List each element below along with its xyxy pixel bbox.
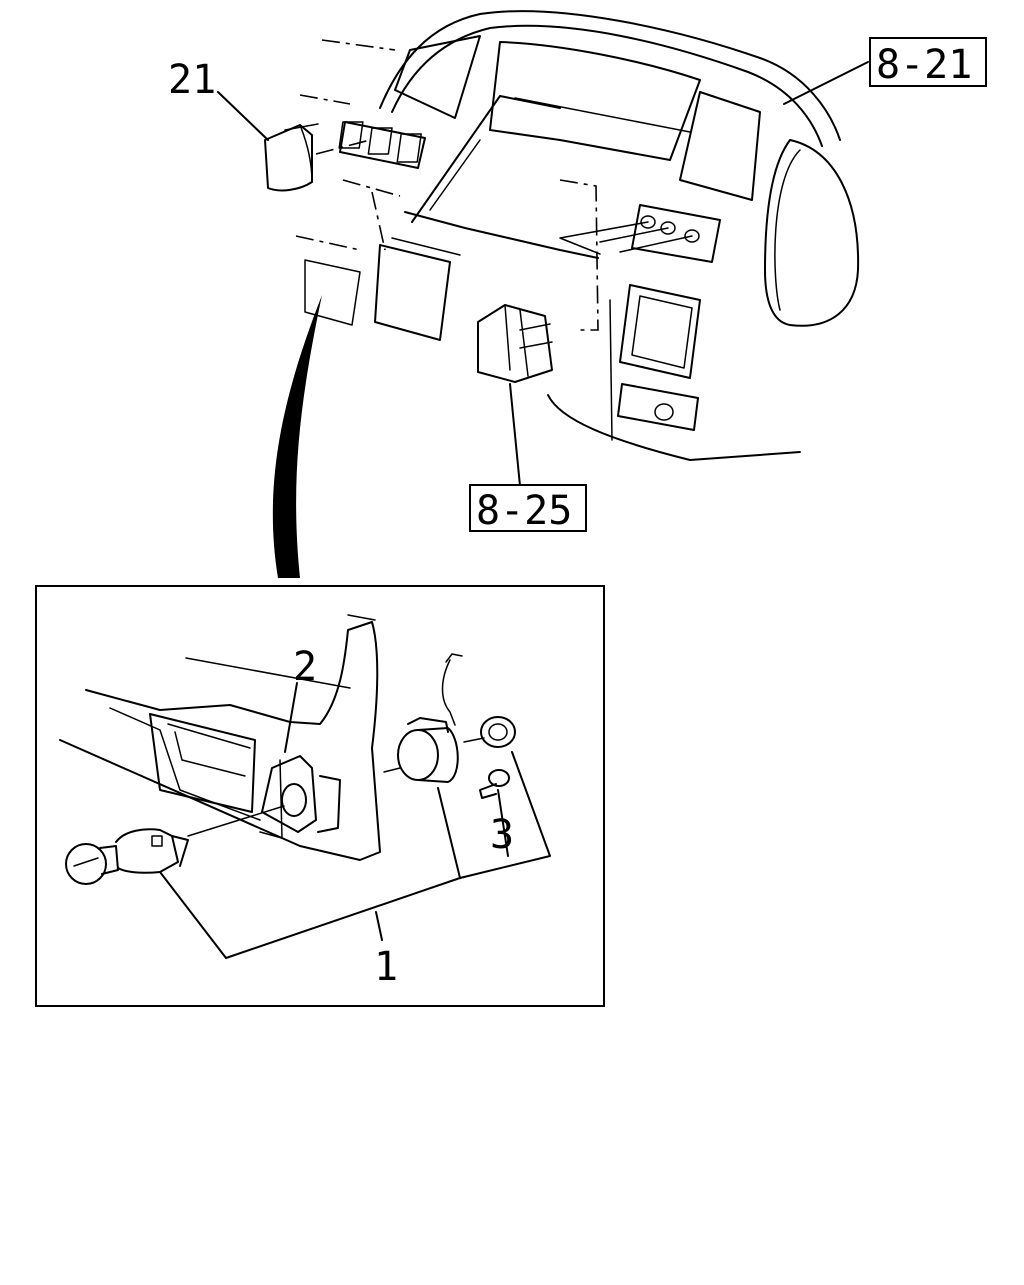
callout-1: 1: [374, 944, 398, 990]
ring-3: [480, 716, 516, 748]
callout-2: 2: [293, 644, 317, 690]
callout-21: 21: [168, 57, 216, 103]
lighter-plug: [65, 828, 189, 885]
detail-pointer: [272, 295, 322, 578]
detail-inset-frame: [35, 585, 605, 1007]
leader-8-21: [783, 61, 869, 105]
callout-8-25: 8-25: [476, 488, 572, 534]
callout-8-21: 8-21: [876, 42, 972, 88]
bolt-3: [479, 769, 510, 799]
lighter-socket: [397, 653, 463, 783]
bracket-2: [261, 755, 317, 833]
ref-box-8-25: [469, 484, 587, 532]
ref-box-8-21: [869, 37, 987, 87]
leader-21: [217, 91, 269, 141]
callout-3: 3: [490, 812, 514, 858]
detail-inset: [59, 614, 551, 959]
leader-8-25: [509, 383, 521, 487]
dashboard-assembly: [217, 10, 869, 487]
